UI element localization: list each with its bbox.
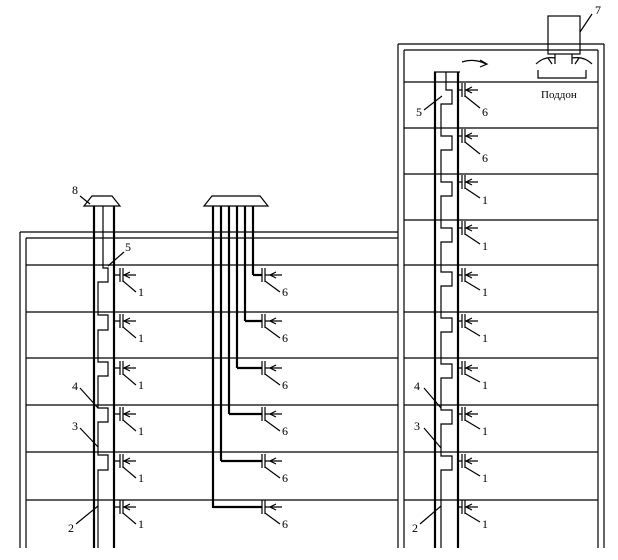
label-1-l3: 1 (138, 378, 144, 392)
label-1-r5: 1 (482, 378, 488, 392)
label-1-r1: 1 (482, 193, 488, 207)
label-1-l5: 1 (138, 471, 144, 485)
label-4-left: 4 (72, 379, 78, 393)
label-8: 8 (72, 183, 78, 197)
label-1-r7: 1 (482, 471, 488, 485)
label-1-r2: 1 (482, 239, 488, 253)
right-satellites (458, 83, 478, 514)
exhaust-arrow (461, 59, 487, 65)
label-6-r2: 6 (482, 151, 488, 165)
riser-cap-left (82, 195, 122, 207)
tray (537, 70, 587, 79)
label-tray: Поддон (541, 89, 577, 101)
label-2-left: 2 (68, 521, 74, 535)
label-1-l1: 1 (138, 285, 144, 299)
label-1-l2: 1 (138, 331, 144, 345)
left-leaders (75, 195, 137, 525)
left-satellites (114, 268, 136, 514)
label-7: 7 (595, 3, 601, 17)
right-leaders (419, 95, 481, 525)
label-6-m6: 6 (282, 517, 288, 531)
label-6-m5: 6 (282, 471, 288, 485)
label-1-r8: 1 (482, 517, 488, 531)
left-riser (75, 195, 137, 548)
label-1-r3: 1 (482, 285, 488, 299)
label-4-right: 4 (414, 379, 420, 393)
label-3-left: 3 (72, 419, 78, 433)
label-1-r6: 1 (482, 424, 488, 438)
labels: 8 5 1 1 1 1 1 1 4 3 2 6 6 6 6 6 6 5 6 6 … (68, 3, 601, 535)
label-1-r4: 1 (482, 331, 488, 345)
label-3-right: 3 (414, 419, 420, 433)
middle-valves (261, 268, 282, 525)
tall-building (397, 43, 605, 548)
right-arrows (464, 86, 473, 511)
label-6-m3: 6 (282, 378, 288, 392)
label-6-m1: 6 (282, 285, 288, 299)
label-2-right: 2 (412, 521, 418, 535)
middle-riser (202, 195, 282, 525)
label-1-l6: 1 (138, 517, 144, 531)
label-5-right: 5 (416, 105, 422, 119)
label-1-l4: 1 (138, 424, 144, 438)
fan-unit (535, 13, 593, 79)
label-6-m2: 6 (282, 331, 288, 345)
left-arrows (122, 271, 131, 511)
riser-cap-middle (202, 195, 270, 207)
label-6-r1: 6 (482, 105, 488, 119)
label-5-left: 5 (125, 240, 131, 254)
right-riser (419, 59, 489, 548)
label-6-m4: 6 (282, 424, 288, 438)
